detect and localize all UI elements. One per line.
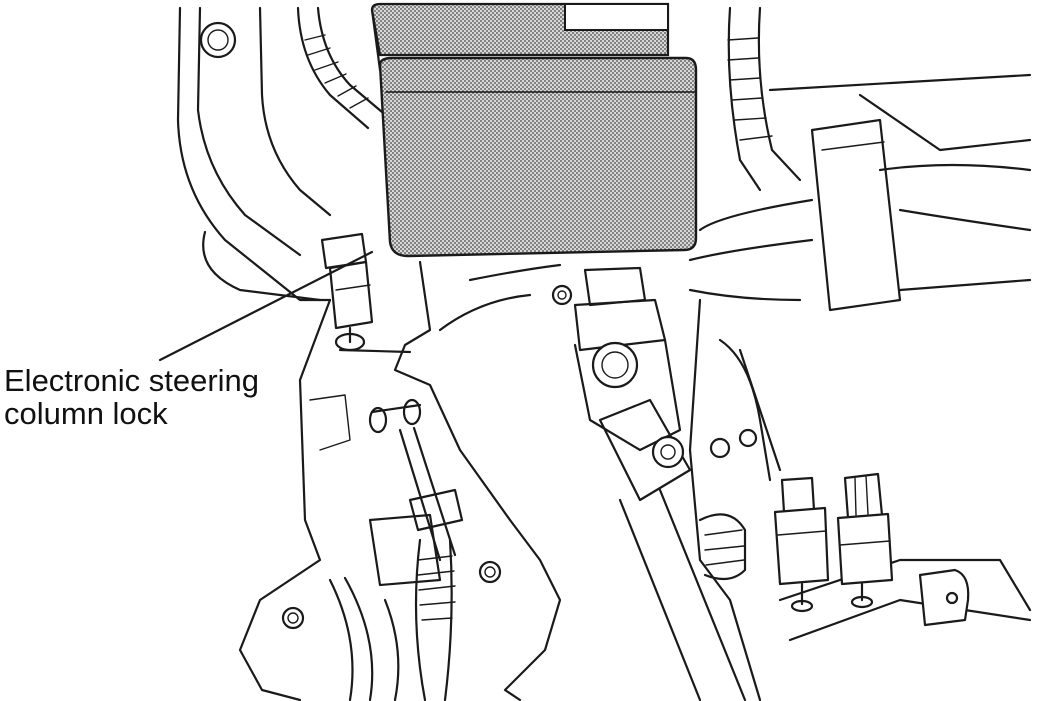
callout-leader-line <box>158 250 374 362</box>
upper-left-bracket <box>176 6 332 302</box>
right-harness-and-connector <box>688 6 1032 312</box>
component-callout-label: Electronic steering column lock <box>4 364 259 430</box>
callout-line-2: column lock <box>4 396 168 431</box>
wiring-harness-lower <box>328 538 456 701</box>
steering-shaft <box>438 263 747 701</box>
pedal-stopper <box>918 568 970 627</box>
left-pedal-bracket <box>238 260 562 701</box>
right-pedal-bracket <box>688 298 1032 701</box>
pedal-switch-right <box>836 472 894 609</box>
steering-lock-module <box>370 2 698 258</box>
callout-line-1: Electronic steering <box>4 363 260 398</box>
pedal-switch-left <box>773 476 830 613</box>
wiring-harness-upper <box>296 6 384 130</box>
pedal-push-rod <box>368 398 464 587</box>
lock-connector <box>320 232 374 352</box>
